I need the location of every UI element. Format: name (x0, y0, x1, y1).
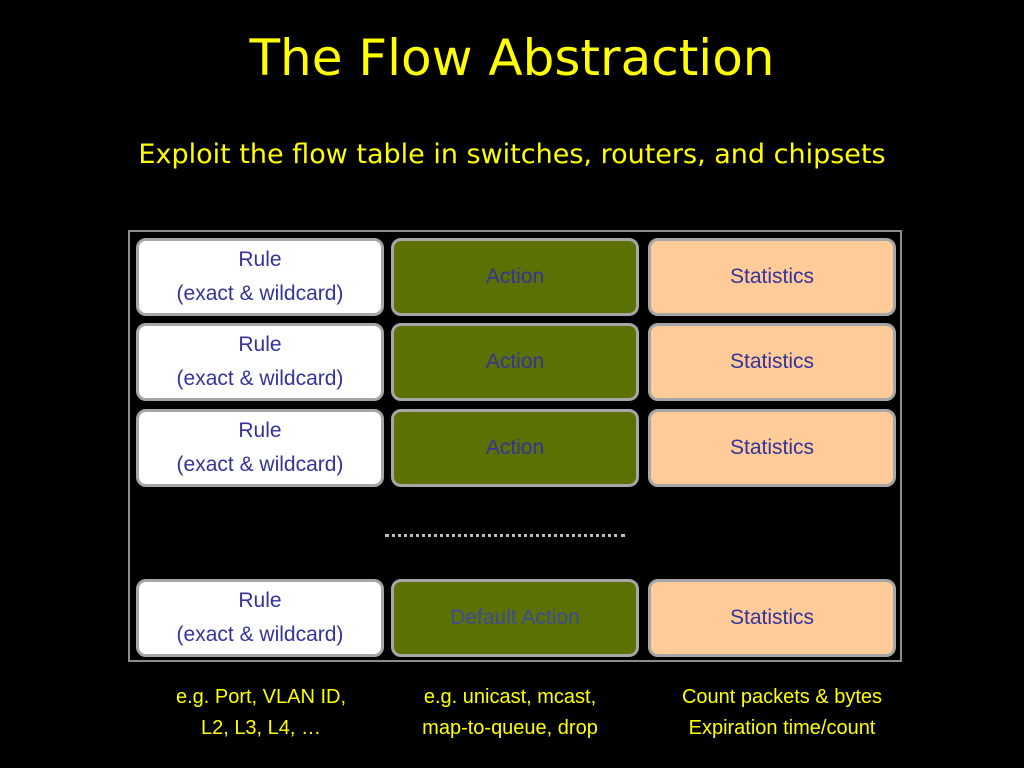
rule-caption: e.g. Port, VLAN ID, L2, L3, L4, … (131, 682, 391, 744)
rule-cell: Rule (exact & wildcard) (136, 409, 384, 487)
action-label: Action (485, 265, 545, 288)
slide-subtitle: Exploit the flow table in switches, rout… (138, 139, 886, 170)
rule-cell: Rule (exact & wildcard) (136, 579, 384, 657)
action-cell: Action (391, 238, 639, 316)
rule-label: Rule (238, 419, 282, 442)
rule-label: Rule (238, 333, 282, 356)
rule-caption-line: e.g. Port, VLAN ID, (175, 686, 347, 708)
more-rows-ellipsis (385, 534, 625, 537)
rule-cell: Rule (exact & wildcard) (136, 238, 384, 316)
action-caption: e.g. unicast, mcast, map-to-queue, drop (380, 682, 640, 744)
default-action-cell: Default Action (391, 579, 639, 657)
action-label: Action (485, 436, 545, 459)
rule-match-type: (exact & wildcard) (176, 282, 344, 305)
statistics-label: Statistics (729, 436, 815, 459)
statistics-cell: Statistics (648, 323, 896, 401)
rule-label: Rule (238, 248, 282, 271)
rule-match-type: (exact & wildcard) (176, 453, 344, 476)
statistics-cell: Statistics (648, 238, 896, 316)
action-caption-line: e.g. unicast, mcast, (423, 686, 597, 708)
statistics-caption-line: Expiration time/count (688, 717, 876, 739)
rule-match-type: (exact & wildcard) (176, 623, 344, 646)
default-action-label: Default Action (450, 606, 580, 629)
statistics-caption-line: Count packets & bytes (681, 686, 883, 708)
statistics-caption: Count packets & bytes Expiration time/co… (652, 682, 912, 744)
statistics-label: Statistics (729, 265, 815, 288)
slide-title: The Flow Abstraction (249, 29, 775, 87)
rule-label: Rule (238, 589, 282, 612)
action-label: Action (485, 350, 545, 373)
statistics-label: Statistics (729, 350, 815, 373)
statistics-cell: Statistics (648, 579, 896, 657)
rule-caption-line: L2, L3, L4, … (200, 717, 322, 739)
action-cell: Action (391, 323, 639, 401)
rule-cell: Rule (exact & wildcard) (136, 323, 384, 401)
rule-match-type: (exact & wildcard) (176, 367, 344, 390)
statistics-label: Statistics (729, 606, 815, 629)
flow-table-frame (128, 230, 902, 662)
statistics-cell: Statistics (648, 409, 896, 487)
action-caption-line: map-to-queue, drop (422, 717, 598, 739)
action-cell: Action (391, 409, 639, 487)
